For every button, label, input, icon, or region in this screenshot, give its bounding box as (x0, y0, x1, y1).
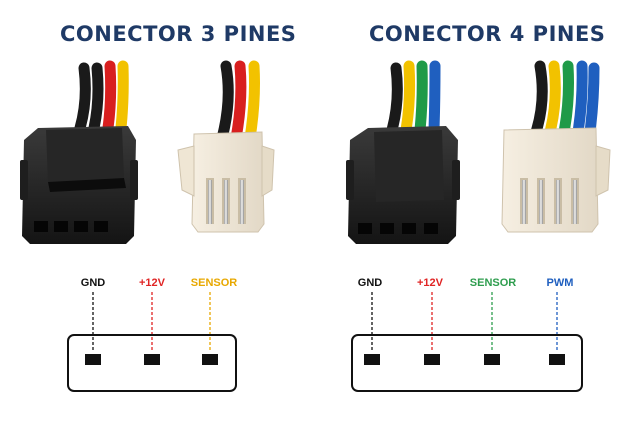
black-connector-4pin-icon (346, 60, 460, 244)
label-pwm-4pin: PWM (546, 277, 574, 289)
black-connector-3pin-icon (20, 60, 138, 244)
pinout-diagram-3pin (67, 292, 237, 392)
label-12v-4pin: +12V (417, 277, 443, 289)
pinout-diagram-4pin (351, 292, 583, 392)
label-sensor-3pin: SENSOR (190, 277, 238, 289)
pinout-box-3 (67, 334, 237, 392)
pin-12v-3 (144, 354, 160, 365)
white-header-4pin-icon (501, 60, 611, 233)
pinout-box-4 (351, 334, 583, 392)
label-gnd-4pin: GND (357, 277, 383, 289)
pin-pwm-4 (549, 354, 565, 365)
white-header-3pin-icon (177, 60, 275, 233)
pin-gnd-4 (364, 354, 380, 365)
label-gnd-3pin: GND (80, 277, 106, 289)
label-sensor-4pin: SENSOR (469, 277, 517, 289)
pin-sensor-4 (484, 354, 500, 365)
title-3-pin: CONECTOR 3 PINES (60, 22, 297, 46)
pin-gnd-3 (85, 354, 101, 365)
pin-sensor-3 (202, 354, 218, 365)
label-12v-3pin: +12V (139, 277, 165, 289)
pin-12v-4 (424, 354, 440, 365)
title-4-pin: CONECTOR 4 PINES (369, 22, 606, 46)
